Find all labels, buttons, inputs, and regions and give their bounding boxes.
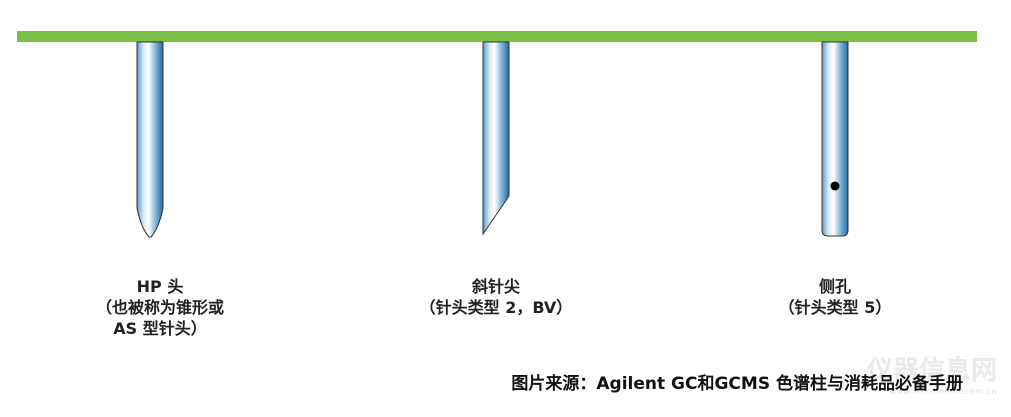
side-hole-label-line-2: （针头类型 5） — [778, 298, 892, 317]
watermark-main: 仪器信息网 — [866, 356, 997, 386]
hp-needle-label: HP 头 （也被称为锥形或 AS 型针头） — [60, 276, 260, 339]
image-source-caption: 图片来源：Agilent GC和GCMS 色谱柱与消耗品必备手册 — [511, 374, 963, 394]
green-header-bar — [17, 31, 977, 42]
bevel-label-line-1: 斜针尖 — [471, 277, 520, 296]
side-hole-dot — [830, 181, 840, 191]
side-hole-label-line-1: 侧孔 — [818, 277, 851, 296]
bevel-needle-label: 斜针尖 （针头类型 2，BV） — [396, 276, 596, 318]
bevel-needle-shaft — [482, 41, 510, 236]
hp-label-line-1: HP 头 — [136, 277, 184, 296]
watermark-sub: www.instrument.com.cn — [889, 387, 997, 396]
hp-label-line-3: AS 型针头） — [113, 319, 207, 338]
hp-needle-shaft — [136, 41, 164, 238]
side-hole-needle-shaft — [821, 41, 849, 237]
watermark: 仪器信息网 www.instrument.com.cn — [867, 350, 997, 396]
side-hole-needle-label: 侧孔 （针头类型 5） — [735, 276, 935, 318]
hp-label-line-2: （也被称为锥形或 — [95, 298, 224, 317]
bevel-label-line-2: （针头类型 2，BV） — [419, 298, 573, 317]
